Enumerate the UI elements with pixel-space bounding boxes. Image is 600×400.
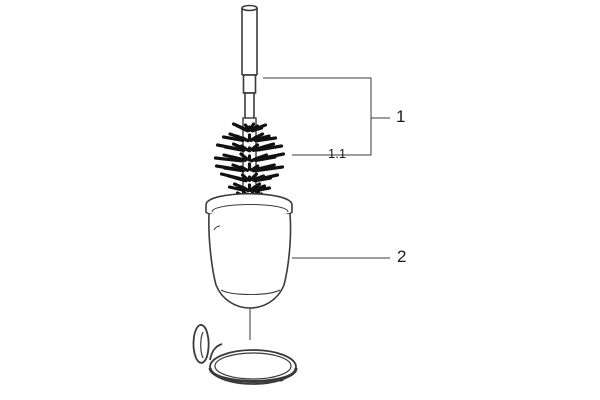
glass-container [205,193,293,309]
wall-holder [192,324,298,385]
bristle [248,122,256,131]
leader-1 [263,77,390,119]
callout-label-1-1: 1.1 [328,146,347,161]
bristle [223,166,245,173]
leader-1-1 [292,118,372,156]
bristle [221,135,245,142]
bristle [239,152,249,161]
bristle [249,143,260,152]
brush-bristles [213,122,286,201]
callout-label-2: 2 [397,247,407,266]
bristle [223,145,246,152]
brush-handle [241,4,258,134]
bristle [213,156,243,163]
bristle [251,123,268,132]
bristle [227,185,247,192]
bristle [249,164,260,172]
bristle [254,136,278,143]
bristle [241,136,250,143]
bristle [240,173,250,182]
callout-label-1: 1 [396,107,406,126]
bristle [255,144,284,152]
bristle [242,186,250,193]
bristle [252,186,272,193]
bristle [256,165,285,172]
callout-leaders [263,77,390,259]
bristle [230,155,247,162]
bristle [256,152,286,161]
bristle [251,132,265,141]
bristle [239,144,250,152]
bristle [239,126,250,133]
bristle [239,165,250,172]
bristle [254,173,280,182]
bristle [233,176,248,183]
bristle [249,172,259,181]
